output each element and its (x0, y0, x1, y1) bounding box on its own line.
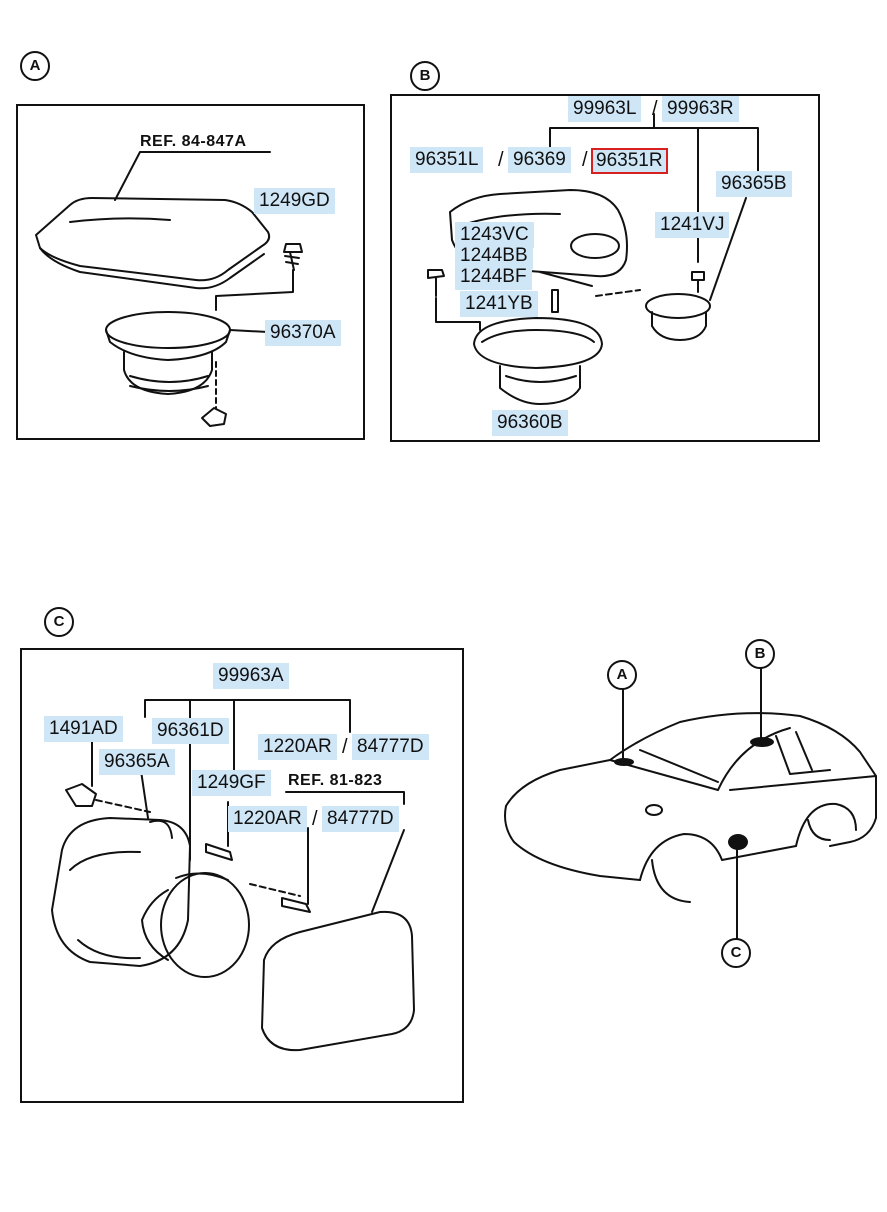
part-1241vj[interactable]: 1241VJ (655, 212, 730, 238)
section-c-frame (20, 648, 464, 1103)
section-b-marker: B (410, 61, 440, 91)
separator-b2: / (498, 149, 505, 171)
part-96365a[interactable]: 96365A (99, 749, 175, 775)
part-1220ar-upper[interactable]: 1220AR (258, 734, 337, 760)
car-marker-c: C (721, 938, 751, 968)
part-96361d[interactable]: 96361D (152, 718, 229, 744)
part-96369[interactable]: 96369 (508, 147, 571, 173)
screw-1249gf-drawing (205, 843, 233, 861)
part-99963r[interactable]: 99963R (662, 96, 739, 122)
part-1220ar-lower[interactable]: 1220AR (228, 806, 307, 832)
bulb-drawing (65, 783, 97, 807)
part-99963a[interactable]: 99963A (213, 663, 289, 689)
speaker-b-drawing (473, 317, 603, 405)
screw-1241yb-drawing (551, 289, 559, 313)
part-96365b[interactable]: 96365B (716, 171, 792, 197)
separator-c2: / (312, 808, 319, 830)
section-c-marker: C (44, 607, 74, 637)
screw-left-b-drawing (427, 269, 445, 297)
lamp-housing-c-drawing (51, 817, 191, 967)
separator-c1: / (342, 736, 349, 758)
car-marker-b: B (745, 639, 775, 669)
part-96370a[interactable]: 96370A (265, 320, 341, 346)
ref-label-c: REF. 81-823 (288, 772, 383, 789)
lens-c-drawing (261, 910, 415, 1052)
ref-label-a: REF. 84-847A (140, 133, 247, 150)
part-84777d-lower[interactable]: 84777D (322, 806, 399, 832)
section-b-frame (390, 94, 820, 442)
car-outline-drawing (504, 712, 877, 903)
part-96351l[interactable]: 96351L (410, 147, 484, 173)
part-1249gd[interactable]: 1249GD (254, 188, 335, 214)
separator-b1: / (652, 98, 659, 120)
speaker-a-drawing (105, 311, 231, 395)
separator-b3: / (582, 149, 589, 171)
lamp-bulb-cap-drawing (141, 872, 250, 978)
part-1241yb[interactable]: 1241YB (460, 291, 538, 317)
part-1244bf[interactable]: 1244BF (455, 264, 532, 290)
section-a-frame (16, 104, 365, 440)
part-84777d-upper[interactable]: 84777D (352, 734, 429, 760)
part-1249gf[interactable]: 1249GF (192, 770, 271, 796)
part-96351r-highlighted[interactable]: 96351R (591, 148, 668, 174)
tweeter-drawing (645, 293, 711, 341)
part-99963l[interactable]: 99963L (568, 96, 642, 122)
screw-1220ar-drawing (281, 897, 311, 913)
section-a-marker: A (20, 51, 50, 81)
part-1491ad[interactable]: 1491AD (44, 716, 123, 742)
car-marker-a: A (607, 660, 637, 690)
part-96360b[interactable]: 96360B (492, 410, 568, 436)
clip-a-drawing (283, 243, 303, 271)
trim-cover-drawing (35, 197, 271, 290)
screw-1241vj-drawing (691, 271, 705, 293)
